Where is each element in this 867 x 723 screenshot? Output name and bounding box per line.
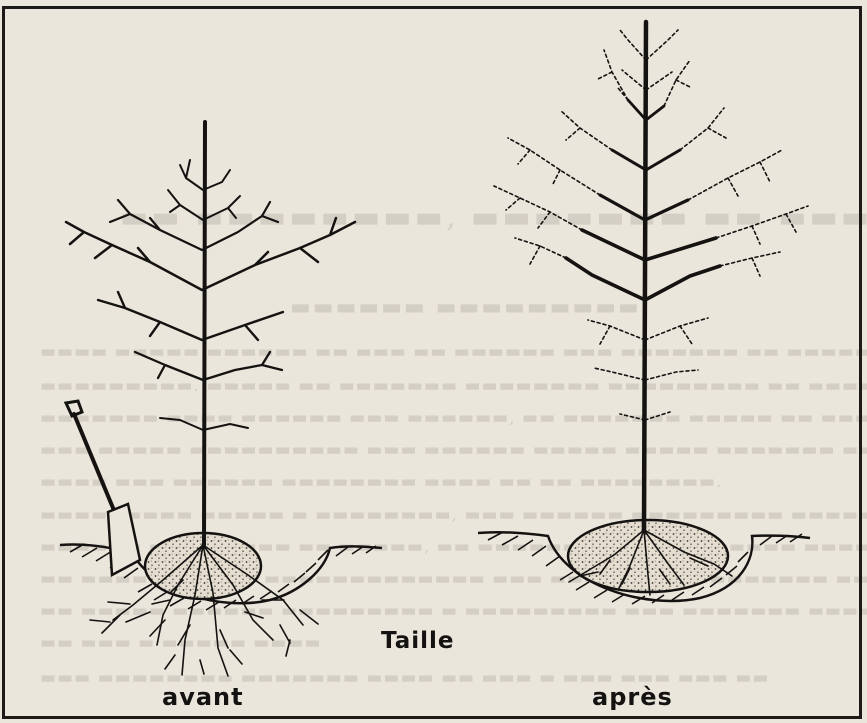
caption-title: Taille [381,628,455,654]
caption-after: après [592,683,673,711]
frame-border [2,6,862,719]
caption-before: avant [162,683,244,711]
